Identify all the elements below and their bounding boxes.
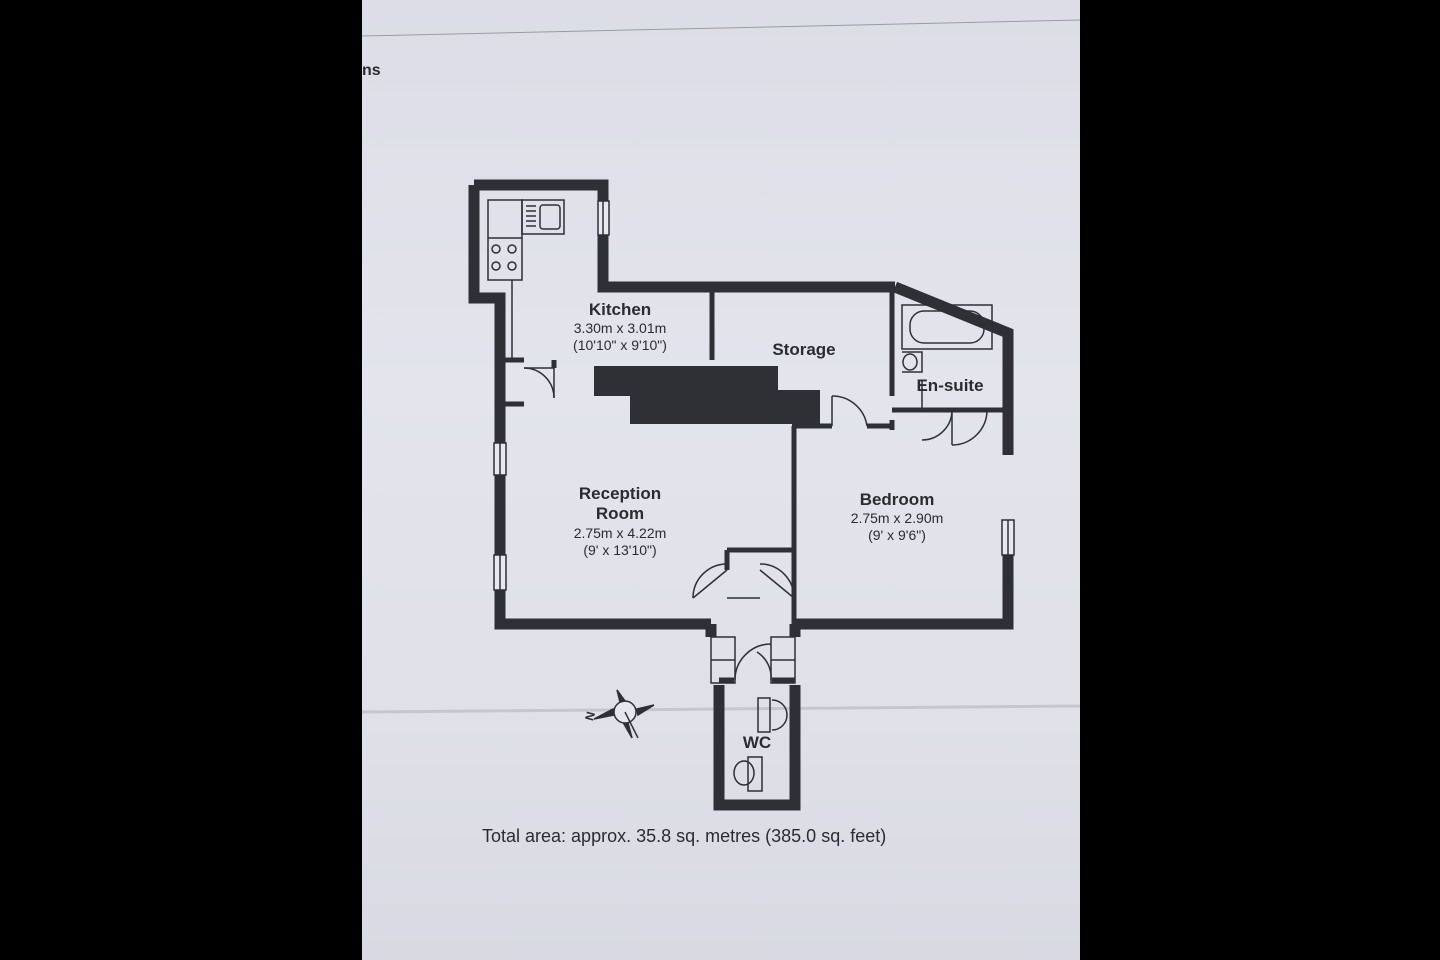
kitchen-imperial: (10'10" x 9'10") [573, 337, 667, 354]
floor-plan-photo: ns Kitchen 3.30m x 3.01m (10'10" x 9'10"… [362, 0, 1080, 960]
windows [493, 200, 1015, 591]
chimney-breast [594, 366, 820, 424]
reception-name-line1: Reception [578, 484, 662, 503]
header-title-fragment: ns [362, 62, 381, 79]
reception-label: Reception Room 2.75m x 4.22m (9' x 13'10… [550, 484, 690, 558]
reception-imperial: (9' x 13'10") [583, 541, 657, 558]
storage-name: Storage [772, 340, 836, 359]
ensuite-fittings [901, 304, 993, 410]
door-swings [523, 367, 988, 684]
kitchen-fittings [487, 199, 565, 360]
bedroom-name: Bedroom [859, 490, 935, 509]
wc-fittings [733, 697, 788, 792]
header-rule [362, 19, 1080, 37]
kitchen-name: Kitchen [588, 300, 652, 319]
reception-metric: 2.75m x 4.22m [573, 524, 667, 541]
kitchen-label: Kitchen 3.30m x 3.01m (10'10" x 9'10") [550, 300, 690, 354]
wc-name: WC [742, 733, 772, 752]
kitchen-metric: 3.30m x 3.01m [573, 320, 667, 337]
reception-name-line2: Room [595, 504, 645, 524]
bedroom-imperial: (9' x 9'6") [868, 527, 926, 544]
total-area-text: Total area: approx. 35.8 sq. metres (385… [482, 826, 887, 846]
ensuite-name: En-suite [916, 376, 984, 395]
floor-plan-drawing [362, 19, 1080, 811]
compass-icon [593, 689, 655, 739]
bedroom-label: Bedroom 2.75m x 2.90m (9' x 9'6") [827, 490, 967, 544]
outer-walls [468, 179, 1014, 811]
bedroom-metric: 2.75m x 2.90m [850, 510, 944, 527]
